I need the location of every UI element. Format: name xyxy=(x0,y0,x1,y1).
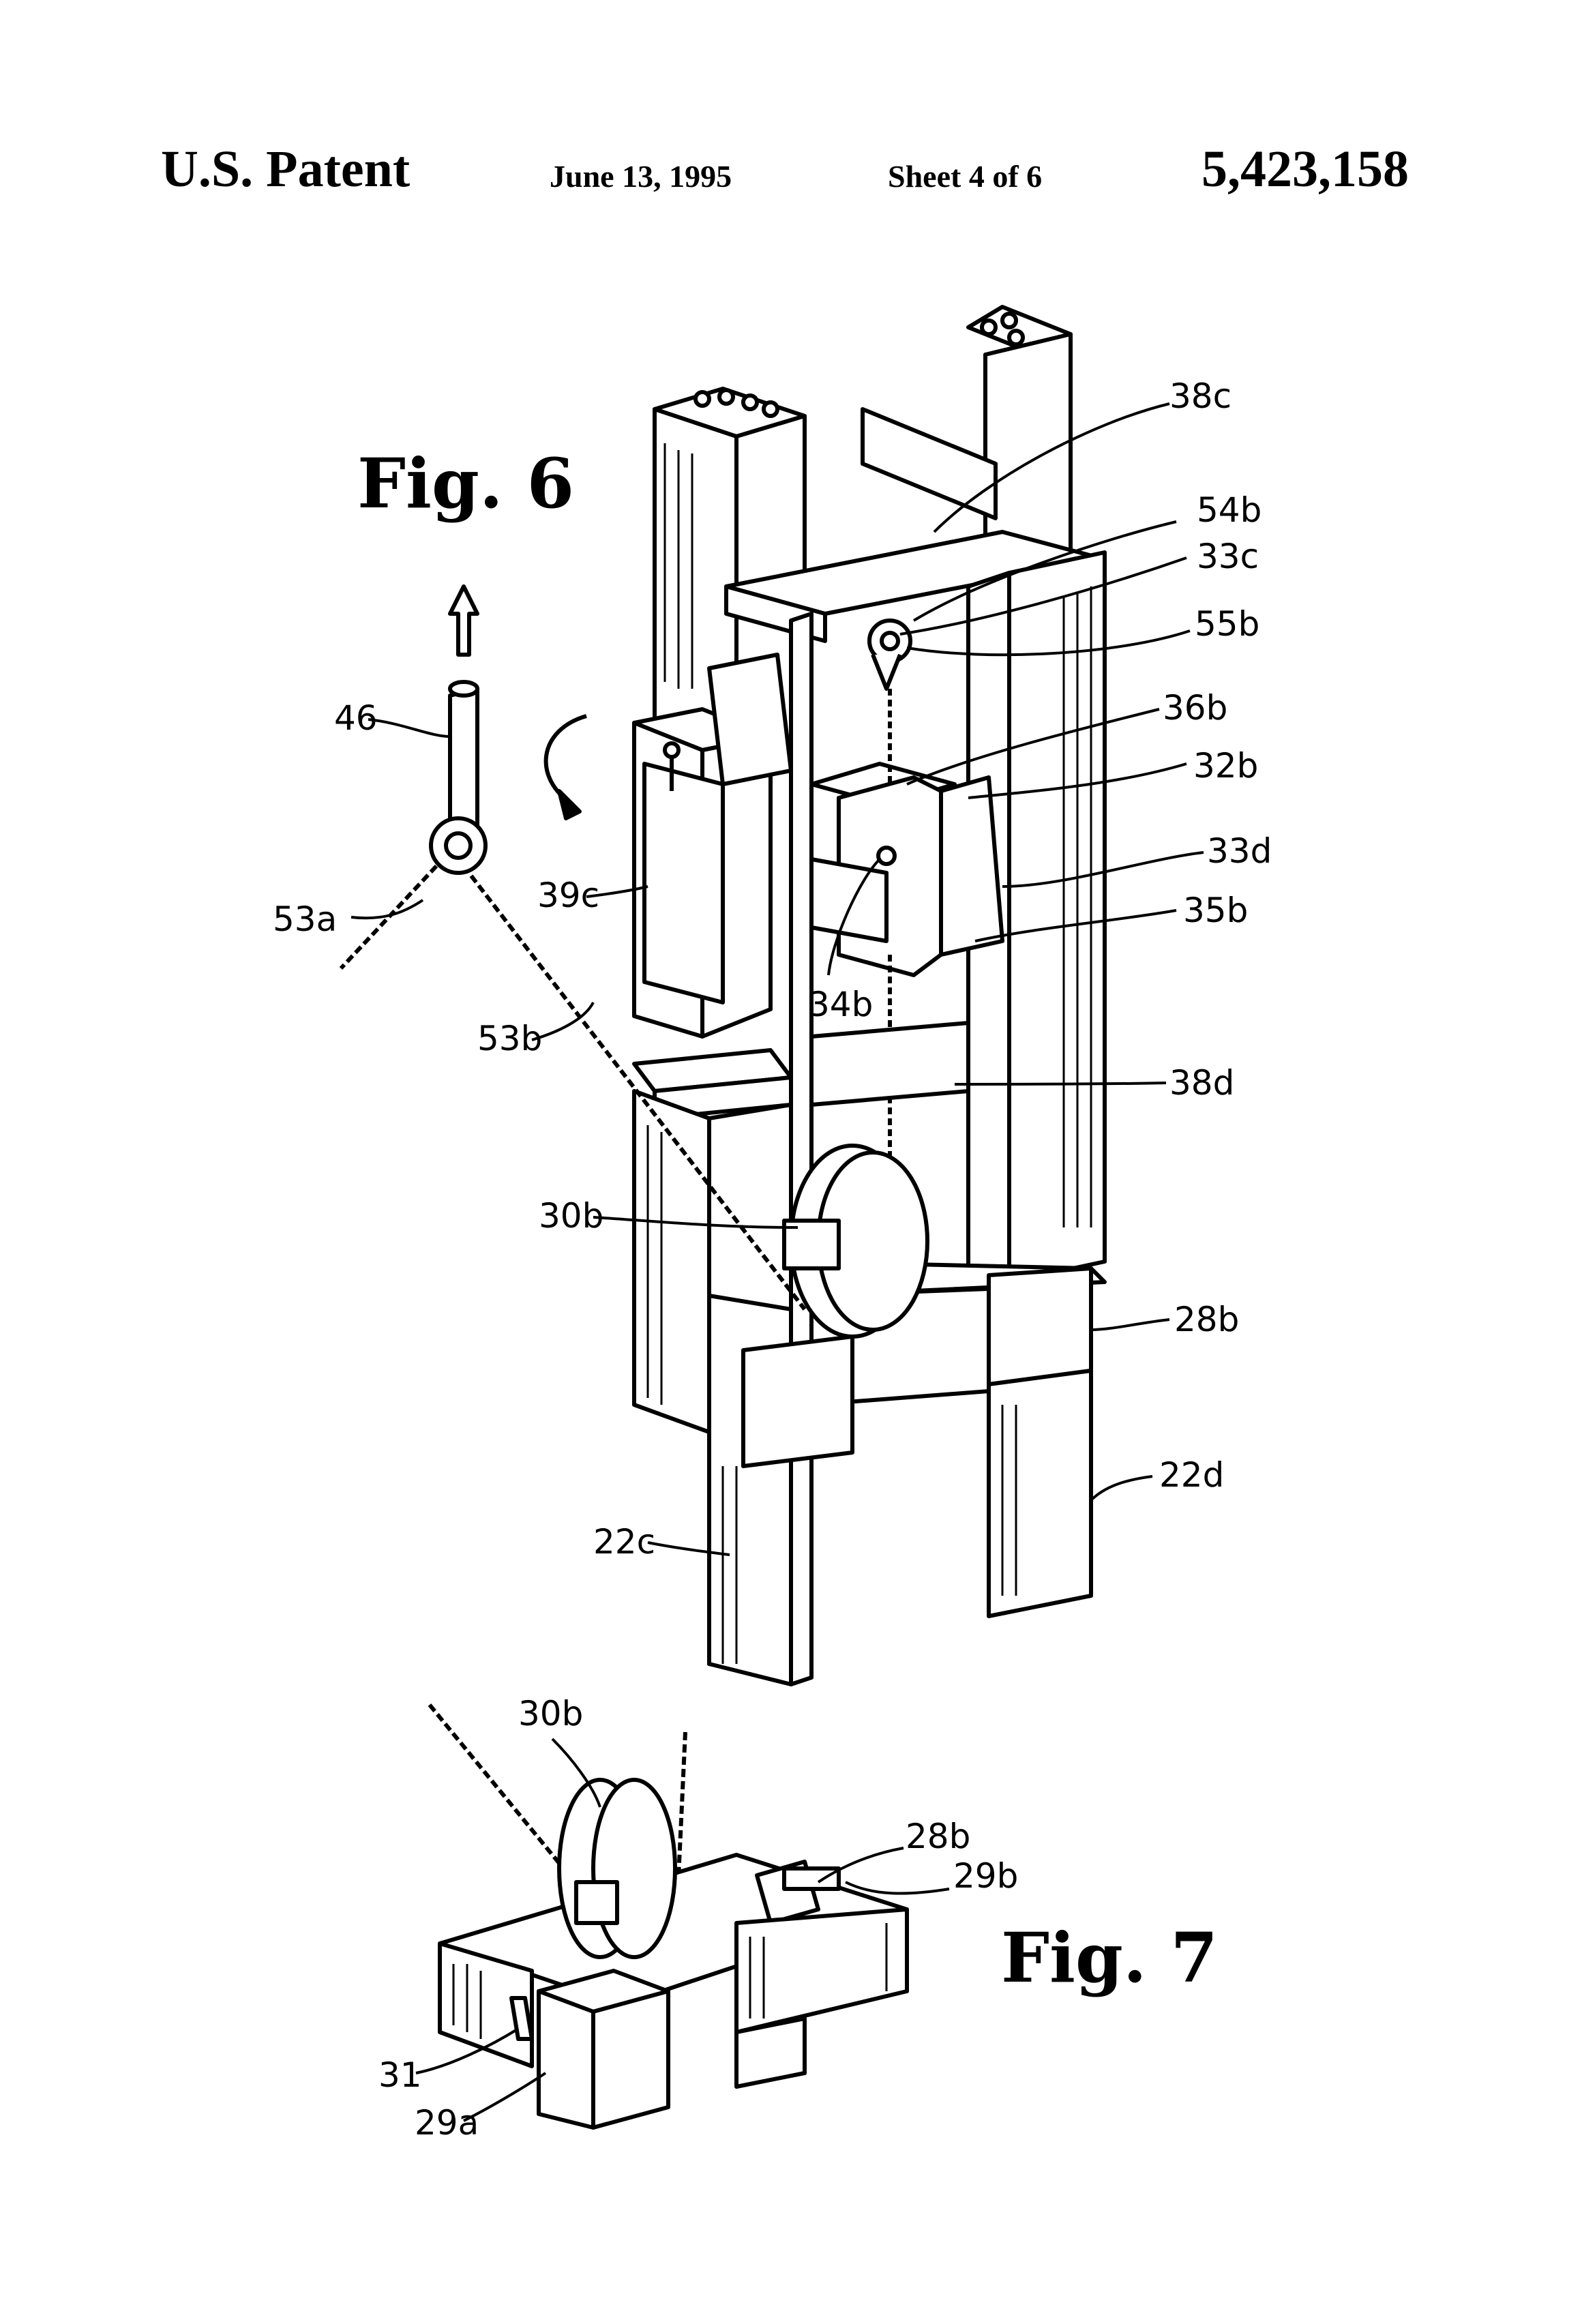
ref-55b: 55b xyxy=(1195,604,1259,644)
fig7-ref-29b: 29b xyxy=(953,1856,1018,1896)
fig7-ref-30b: 30b xyxy=(518,1694,583,1733)
ref-33c: 33c xyxy=(1197,537,1259,576)
ref-38c: 38c xyxy=(1169,376,1232,416)
ref-34b: 34b xyxy=(808,985,873,1024)
ref-35b: 35b xyxy=(1183,891,1248,930)
fig7-ref-28b: 28b xyxy=(906,1817,970,1856)
fig7-ref-31: 31 xyxy=(378,2055,422,2095)
ref-54b: 54b xyxy=(1197,490,1262,530)
ref-22c: 22c xyxy=(593,1522,655,1562)
ref-28b: 28b xyxy=(1174,1300,1239,1339)
ref-32b: 32b xyxy=(1193,746,1258,786)
ref-36b: 36b xyxy=(1163,688,1227,728)
fig7-drawing xyxy=(430,1705,907,2128)
ref-46: 46 xyxy=(334,698,378,738)
fig7-ref-29a: 29a xyxy=(415,2103,479,2143)
fig6-drawing xyxy=(341,307,1105,1684)
ref-53a: 53a xyxy=(273,899,337,939)
ref-22d: 22d xyxy=(1159,1455,1224,1495)
ref-33d: 33d xyxy=(1207,831,1272,871)
ref-30b: 30b xyxy=(539,1196,603,1236)
ref-53b: 53b xyxy=(477,1019,542,1058)
ref-39c: 39c xyxy=(537,876,599,915)
ref-38d: 38d xyxy=(1169,1063,1234,1103)
